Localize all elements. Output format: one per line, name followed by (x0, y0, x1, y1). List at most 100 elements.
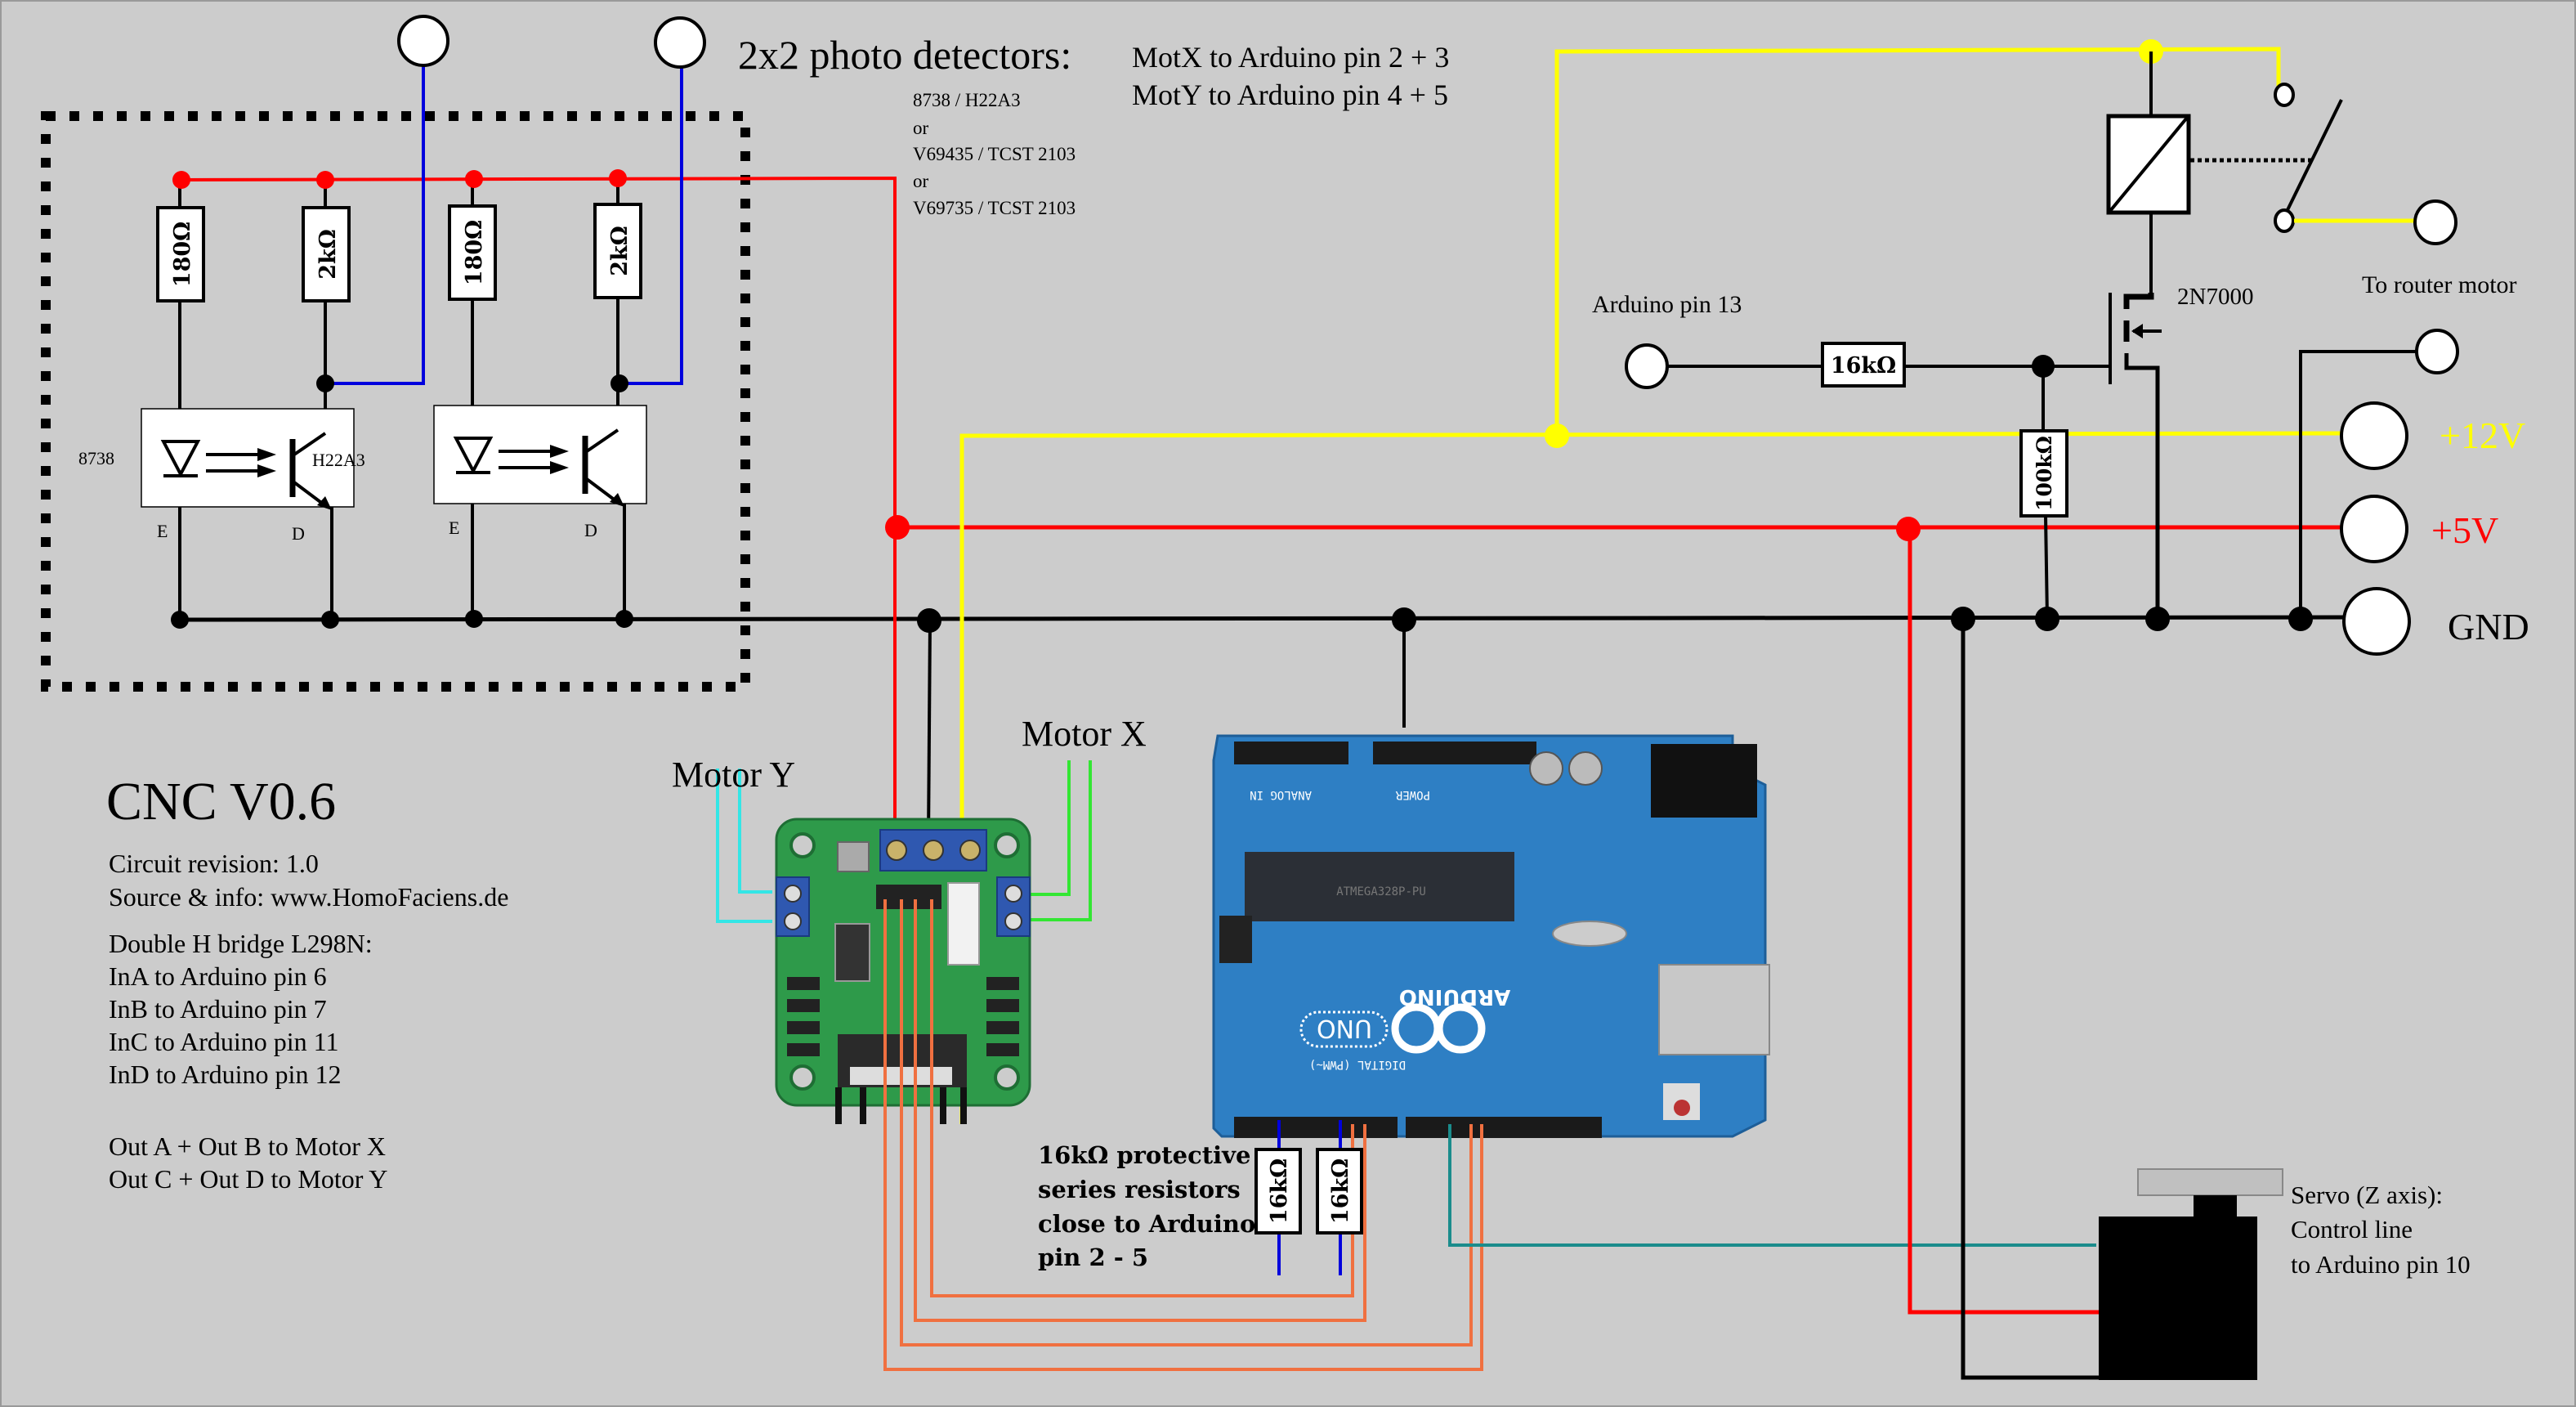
wire-servo-gnd (1961, 619, 2099, 1380)
junction (917, 608, 941, 633)
detector-label: D (292, 523, 305, 544)
photo-pin-y: MotY to Arduino pin 4 + 5 (1132, 78, 1448, 111)
power-jack (1651, 744, 1757, 818)
emitter-part-label: 8738 (78, 448, 114, 468)
relay-switch-icon (2283, 99, 2343, 217)
junction (1545, 423, 1569, 448)
part-option: or (913, 171, 929, 191)
junction (172, 171, 190, 189)
servo-label-line: to Arduino pin 10 (2291, 1250, 2471, 1279)
resistor-16k-protective-1: 16kΩ (1254, 1148, 1302, 1234)
resistor-value: 16kΩ (1831, 353, 1896, 379)
terminal-12v (2340, 401, 2408, 470)
label-12v: +12V (2440, 414, 2525, 456)
arduino-infinity-icon (1391, 1003, 1486, 1054)
junction (465, 610, 483, 628)
usb-port (1658, 964, 1770, 1055)
relay-contact (2274, 208, 2295, 233)
junction (465, 170, 483, 188)
digital-label: DIGITAL (PWM~) (1309, 1058, 1406, 1071)
terminal-router-1 (2413, 199, 2457, 245)
junction (316, 374, 334, 392)
wire-motor-x-2 (1026, 760, 1092, 921)
junction (615, 610, 633, 628)
resistor-value: 180Ω (170, 222, 195, 287)
hbridge-input: InC to Arduino pin 11 (109, 1027, 338, 1056)
relay-contact (2274, 83, 2295, 107)
resistor-100k-pulldown (2019, 429, 2068, 518)
led-icon (453, 437, 494, 475)
part-option: V69435 / TCST 2103 (913, 144, 1076, 164)
hbridge-input: InB to Arduino pin 7 (109, 994, 327, 1024)
analog-header (1234, 742, 1348, 764)
resistor-2k-1: 2kΩ (302, 206, 351, 302)
wire-signal-y (619, 61, 683, 385)
resistor-180-2: 180Ω (448, 204, 497, 301)
revision-text: Circuit revision: 1.0 (109, 849, 319, 878)
motor-x-label: Motor X (1022, 714, 1147, 754)
optocoupler-1: 8738 H22A3 E D (78, 408, 365, 544)
servo-label-line: Control line (2291, 1215, 2413, 1243)
wire-in-b (900, 899, 1473, 1347)
note-line: 16kΩ protective (1038, 1141, 1250, 1169)
wire-signal-x (325, 57, 425, 385)
bus-gnd (179, 615, 2355, 622)
hbridge-input: InD to Arduino pin 12 (109, 1060, 341, 1089)
photo-parts-list: 8738 / H22A3 or V69435 / TCST 2103 or V6… (913, 90, 1076, 218)
label-gnd: GND (2448, 606, 2529, 647)
digital-header-high (1406, 1117, 1602, 1138)
arduino-model-text: UNO (1317, 1014, 1372, 1042)
power-header (1373, 742, 1536, 764)
terminal-arduino-pin13 (1625, 343, 1669, 389)
wire-in-c (914, 899, 1366, 1322)
part-option: V69735 / TCST 2103 (913, 198, 1076, 218)
terminal-photo-y (654, 16, 706, 69)
source-text: Source & info: www.HomoFaciens.de (109, 882, 508, 912)
hbridge-heading: Double H bridge L298N: (109, 929, 373, 958)
motor-y-label: Motor Y (672, 755, 795, 795)
part-option: 8738 / H22A3 (913, 90, 1021, 110)
digital-header-low (1234, 1117, 1398, 1138)
arduino-uno-board: ATMEGA328P-PU ARDUINO UNO DIGITAL (PWM~)… (1212, 734, 1770, 1138)
photo-heading: 2x2 photo detectors: (738, 32, 1071, 78)
note-line: pin 2 - 5 (1038, 1243, 1148, 1271)
resistor-value: 2kΩ (607, 226, 633, 276)
led-icon (160, 440, 201, 478)
junction (321, 611, 339, 629)
junction (609, 169, 627, 187)
detector-label: D (584, 520, 597, 540)
hbridge-output: Out C + Out D to Motor Y (109, 1164, 387, 1194)
junction (885, 515, 910, 540)
resistor-value: 16kΩ (1328, 1158, 1353, 1224)
protective-note: 16kΩ protective series resistors close t… (1038, 1141, 1255, 1271)
wire-gnd-hbridge (927, 619, 932, 843)
arduino-pin13-label: Arduino pin 13 (1592, 291, 1742, 318)
wire-servo-5v (1907, 529, 2099, 1315)
photo-detector-block: 180Ω 2kΩ 180Ω 2kΩ 8738 H22 (41, 15, 897, 692)
label-5v: +5V (2431, 509, 2498, 551)
relay-driver: 2N7000 16kΩ 100kΩ Arduino pin 13 To rout… (1592, 52, 2517, 620)
optocoupler-2: E D (433, 405, 647, 540)
emitter-label: E (157, 521, 168, 541)
resistor-value: 180Ω (462, 220, 487, 285)
page-title: CNC V0.6 (106, 772, 336, 831)
router-motor-label: To router motor (2362, 271, 2517, 298)
wire-5v-photo (179, 176, 897, 527)
wire-motor-y-2 (738, 768, 772, 894)
servo-icon (2099, 1168, 2283, 1380)
terminal-photo-x (397, 15, 449, 67)
resistor-16k-protective-2: 16kΩ (1316, 1148, 1363, 1234)
dotted-enclosure (41, 111, 750, 692)
servo-label-line: Servo (Z axis): (2291, 1181, 2443, 1209)
terminal-5v (2340, 495, 2408, 563)
wire-motor-x-1 (1026, 760, 1071, 896)
resistor-2k-2: 2kΩ (593, 203, 642, 299)
terminal-gnd (2342, 587, 2411, 656)
resistor-180-1: 180Ω (156, 206, 205, 302)
photo-pin-x: MotX to Arduino pin 2 + 3 (1132, 41, 1449, 74)
resistor-value: 16kΩ (1267, 1158, 1292, 1224)
info-block: CNC V0.6 Circuit revision: 1.0 Source & … (106, 772, 508, 1194)
hbridge-input: InA to Arduino pin 6 (109, 961, 327, 991)
